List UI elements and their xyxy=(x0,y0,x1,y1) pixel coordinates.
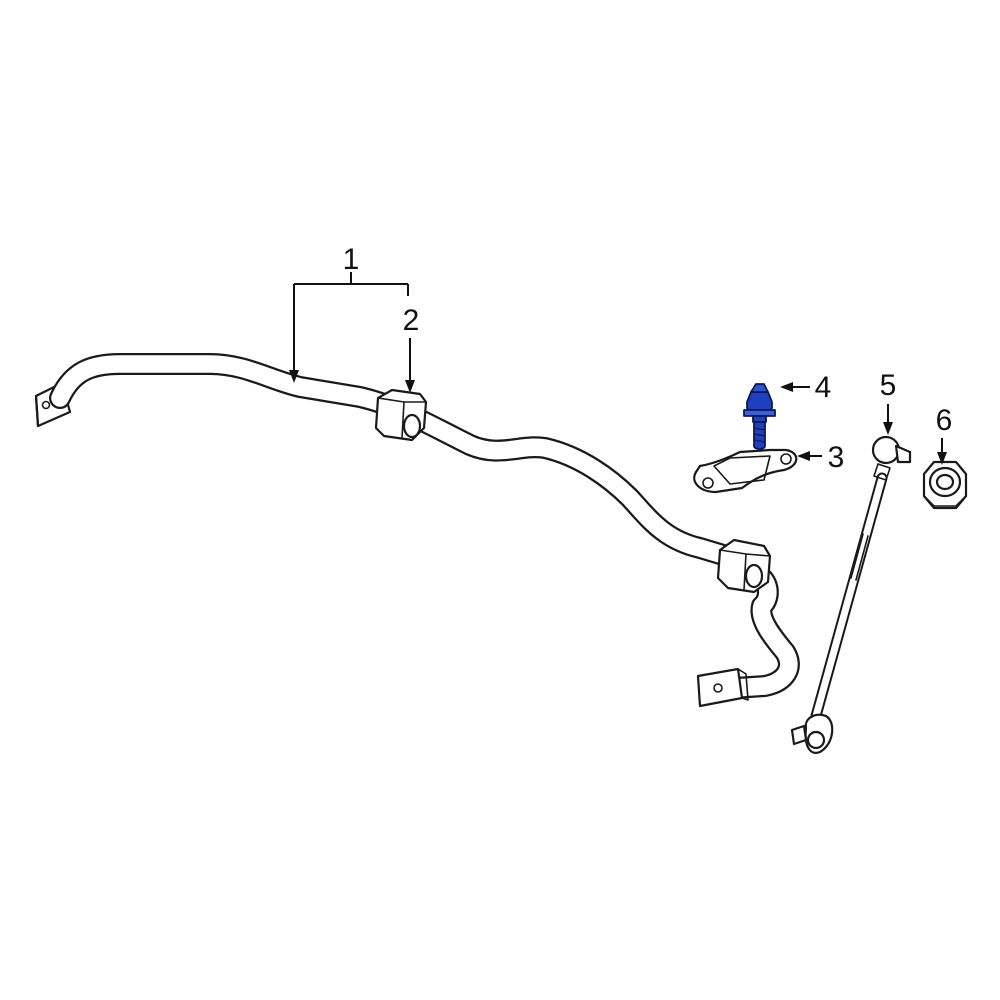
callout-5-leader xyxy=(883,404,893,435)
nut[interactable] xyxy=(922,460,968,510)
callout-2-leader xyxy=(405,284,415,393)
callout-1-leader xyxy=(289,272,408,383)
callout-3-label: 3 xyxy=(828,441,845,474)
callout-3-leader xyxy=(797,451,822,461)
bar-right-end-tab xyxy=(696,667,744,708)
stabilizer-bar[interactable] xyxy=(34,353,800,708)
callout-5-label: 5 xyxy=(880,369,897,402)
callout-6-leader xyxy=(937,438,947,465)
bolt[interactable] xyxy=(743,383,776,450)
callout-2-label: 2 xyxy=(403,304,420,337)
callout-6-label: 6 xyxy=(936,404,953,437)
callout-4-leader xyxy=(780,382,810,392)
stabilizer-link[interactable] xyxy=(790,435,912,754)
bushing-left[interactable] xyxy=(374,388,428,442)
callout-4-label: 4 xyxy=(815,371,832,404)
bushing-right[interactable] xyxy=(716,538,772,594)
callout-1-label: 1 xyxy=(343,243,360,276)
bushing-bracket[interactable] xyxy=(693,448,798,494)
